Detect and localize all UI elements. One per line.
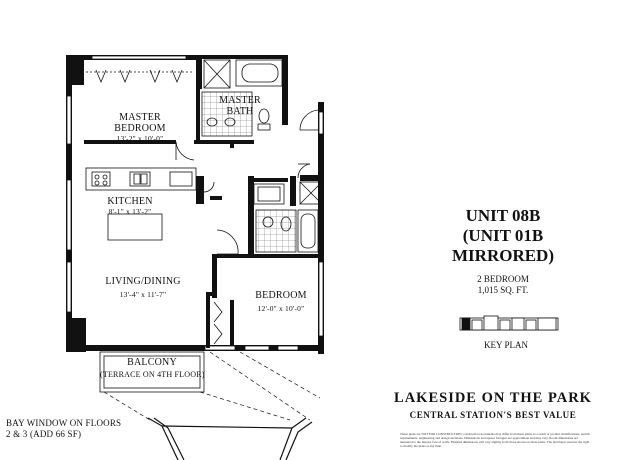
master-bath-fixtures [201, 59, 283, 137]
key-plan-diagram [459, 315, 559, 331]
kitchen-label: KITCHEN 8'-1" x 13'-2" [100, 196, 160, 216]
kitchen-counters [85, 167, 197, 241]
kitchen-dims: 8'-1" x 13'-2" [108, 207, 152, 216]
master-bedroom-label: MASTER BEDROOM 13'-2" x 10'-0" [110, 112, 170, 143]
bay-window-projection [103, 351, 321, 421]
balcony-name: BALCONY [127, 357, 177, 368]
brand-tagline: CENTRAL STATION'S BEST VALUE [409, 410, 577, 420]
bath-fixtures [253, 181, 323, 253]
master-bath-label: MASTER BATH [212, 95, 268, 117]
unit-bedrooms: 2 BEDROOM [477, 274, 529, 284]
master-bedroom-name-line2: BEDROOM [114, 123, 166, 134]
bay-window-line1: BAY WINDOW ON FLOORS [6, 418, 122, 428]
master-bedroom-dims: 13'-2" x 10'-0" [116, 134, 164, 143]
bedroom-dims: 12'-0" x 10'-0" [257, 304, 305, 313]
balcony-label: BALCONY (TERRACE ON 4TH FLOOR) [100, 357, 204, 381]
kitchen-name: KITCHEN [107, 196, 153, 207]
balcony-outline [99, 351, 205, 393]
unit-number: UNIT 08B [465, 206, 541, 225]
bay-window-frame [147, 417, 313, 460]
living-dining-label: LIVING/DINING 13'-4" x 11'-7" [100, 276, 186, 299]
master-bedroom-name-line1: MASTER [119, 112, 161, 123]
unit-area: 1,015 SQ. FT. [477, 285, 529, 295]
brand-name: LAKESIDE ON THE PARK [394, 390, 592, 406]
bay-window-note: BAY WINDOW ON FLOORS 2 & 3 (ADD 66 SF) [6, 418, 121, 440]
master-bath-name-line2: BATH [226, 106, 254, 117]
key-plan-label: KEY PLAN [484, 340, 528, 350]
interior-walls [84, 88, 324, 348]
master-bath-name-line1: MASTER [219, 95, 261, 106]
living-dining-name: LIVING/DINING [105, 276, 181, 287]
closet-doors [86, 69, 194, 84]
bay-window-line2: 2 & 3 (ADD 66 SF) [6, 429, 82, 439]
bedroom-label: BEDROOM 12'-0" x 10'-0" [246, 290, 316, 313]
windows [66, 55, 324, 351]
bedroom-name: BEDROOM [255, 290, 307, 301]
unit-mirror-line1: (UNIT 01B [462, 226, 544, 245]
balcony-note: (TERRACE ON 4TH FLOOR) [100, 370, 205, 379]
disclaimer-text: These plans are NOT FOR CONSTRUCTION; co… [400, 432, 590, 448]
living-dining-dims: 13'-4" x 11'-7" [119, 290, 167, 299]
unit-info: UNIT 08B (UNIT 01B MIRRORED) 2 BEDROOM 1… [428, 206, 578, 296]
unit-mirror-line2: MIRRORED) [452, 246, 554, 265]
door-swings [175, 109, 319, 345]
